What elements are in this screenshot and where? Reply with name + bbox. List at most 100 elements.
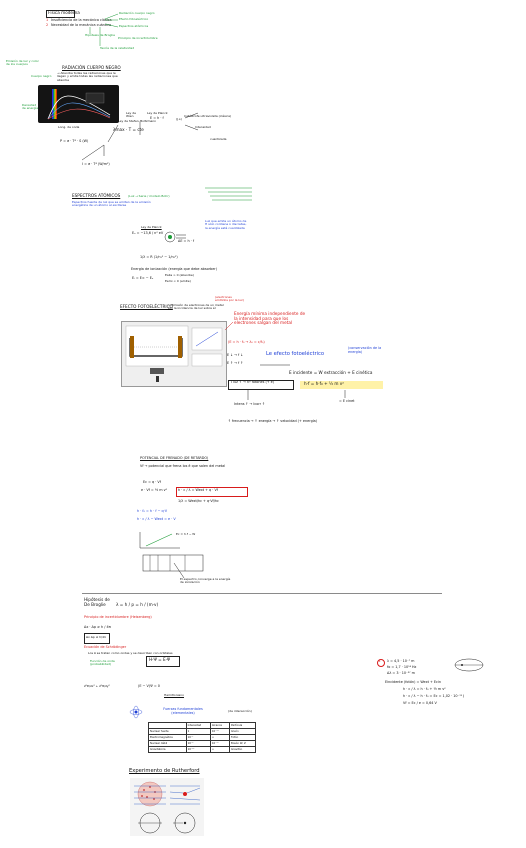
stefan-power-formula: P = σ · T⁴ · S (W) [60, 139, 89, 143]
heisenberg-box-text: Δx Δp ≥ h/4π [86, 635, 106, 639]
cuerpo-negro-label: Cuerpo negro [31, 74, 52, 78]
side-note-emision: Emisión de luz y color de los cuerpos [6, 59, 39, 67]
section-title-fotoelectrico: EFECTO FOTOELÉCTRICO [120, 304, 173, 309]
ionization-case-2: Eabs > 0 (absorbe) [165, 273, 194, 277]
ionization-case-1: Eᵢ = E∞ − Eₙ [132, 276, 154, 280]
stefan-law-title: Ley de Stefan–Boltzmann [118, 119, 157, 123]
cell: 10⁻³⁸ [185, 746, 211, 753]
hamiltonian-label: Hamiltoniano [164, 693, 185, 697]
planck-units: (J·s) [176, 117, 182, 121]
intensity-formula: I = σ · T⁴ (W/m²) [82, 162, 110, 166]
note-relatividad: Teoría de la relatividad [100, 46, 135, 50]
fotoelectrico-red-note: Energía mínima independiente de la inten… [234, 311, 306, 326]
rutherford-image [130, 778, 204, 836]
exercise-line-6: h · c / λ − h · f₀ = Ec = 1,02 · 10⁻¹⁹ J [403, 694, 465, 698]
exercise-line-1: λ = 4,5 · 10⁻⁷ m [387, 659, 415, 663]
espectros-subtitle: (Luz → Serie / modelo Bohr) [128, 194, 170, 198]
wien-law-title: Ley de Wien [126, 111, 136, 119]
einstein-eq-2: h·f = h·f₀ + ½ m v² [304, 381, 344, 386]
item-2-text: Necesidad de la mecánica cuántica [51, 23, 112, 27]
branch-1: Radiación cuerpo negro [119, 11, 155, 15]
item-1-number: 1 [46, 18, 49, 22]
forces-title: Fuerzas fundamentales (elementales) [163, 707, 203, 715]
y-axis-label: Densidad de energía [22, 103, 39, 111]
fotoelectrico-blue-title: Le efecto fotoeléctrico [266, 351, 325, 357]
frenado-eq-1: e · Vf = ½ m v² [141, 488, 167, 492]
table-row: Gravitatoria 10⁻³⁸ ∞ Gravitón [148, 746, 256, 753]
schrodinger-title: Ecuación de Schrödinger [84, 645, 127, 649]
frenado-graph-note: Ec = h·f − W [176, 532, 196, 536]
espectros-blue-note: Espectros fuente de luz que se emiten de… [72, 200, 151, 208]
schrodinger-eq-3: (E − V)Ψ = 0 [138, 684, 160, 688]
cell: ∞ [209, 746, 231, 753]
fotoelectrico-desc: → Emisión de electrones de un metal por … [168, 303, 224, 311]
exercise-line-2: fo = 1,7 · 10¹⁴ Hz [387, 665, 417, 669]
planck-formula: E = h · f [150, 116, 164, 120]
heisenberg-eq: Δx · Δp ≥ h / 4π [84, 625, 111, 629]
ionization-line: Energía de ionización (energía que debe … [131, 267, 218, 271]
ecinet-result: = E cinet [339, 399, 355, 403]
intensity-box [228, 380, 294, 390]
note-incertidumbre: Principio de incertidumbre [118, 36, 158, 40]
spectrum-image [38, 85, 119, 123]
forces-table: Intensidad Alcance Partícula Nuclear fue… [148, 722, 256, 753]
frenado-green-1: h · f₀ = h · f − q·V [137, 509, 168, 513]
fotoelectrico-red-formula: (E = h · f₀ → λ₀ = c/f₀) [228, 340, 265, 344]
bohr-eq-1: Eₙ = −13,6 / n² eV [132, 231, 164, 235]
planck-title: Ley de Planck [147, 111, 168, 115]
section-title-frenado: POTENCIAL DE FRENADO (DE RETARDO) [140, 456, 209, 460]
exercise-number: 1 [378, 659, 381, 663]
branch-2: Efecto fotoeléctrico [119, 17, 149, 21]
exercise-line-7: Vf = Ec / e = 0,64 V [403, 701, 437, 705]
frenado-line-1: Vf → potencial que frena los ē que salen… [140, 464, 226, 468]
section-title-espectros: ESPECTROS ATÓMICOS [72, 193, 121, 198]
frenado-eq-3: 1/λ = Wext/hc + q·Vf/hc [178, 499, 219, 503]
exercise-number-circle [377, 659, 385, 667]
title-box [46, 10, 75, 18]
fotoelectrico-blue-note: (conservación de la energía) [348, 346, 382, 354]
wave-function-note: Función de onda (probabilidad) [90, 659, 115, 667]
cuerpo-negro-desc: → Absorbe todas las radiaciones que le l… [57, 71, 118, 82]
espectros-right-note: Luz que emite un átomo de H sólo contien… [205, 219, 247, 230]
eq-light-2: E ↑ → f ↑ [227, 361, 244, 365]
frenado-green-2: h · c / λ − Wext = e · V [137, 517, 176, 521]
section-divider [82, 593, 442, 594]
frenado-tube-note: El espectro converge a la energía de ion… [180, 577, 231, 585]
eq-light-1: E ↓ → f ↓ [227, 353, 244, 357]
branch-3: Espectros atómicos [119, 24, 149, 28]
classical-note: Catástrofe ultravioleta (clásica) [184, 114, 232, 118]
forces-note: (de interacción) [228, 709, 252, 713]
broglie-title: Hipótesis de De Broglie [84, 597, 110, 607]
bohr-model-title: Ley de Planck [141, 225, 162, 229]
frenado-eq-2: h · c / λ = Wext + q · Vf [178, 488, 218, 492]
apparatus-image [121, 321, 227, 387]
note-broglie: Hipótesis de Broglie [85, 33, 115, 37]
intensity-note: I luz ↑ → nº fotones (+ ē) [231, 380, 275, 384]
cell: Gravitón [229, 746, 256, 753]
section-title-cuerpo-negro: RADIACIÓN CUERPO NEGRO [62, 65, 121, 70]
exercise-line-4: Eincidente (fotón) = Wext + Ecin [385, 680, 441, 684]
intensity-label: Intensidad [195, 125, 211, 129]
exercise-line-3: Δλ = 3 · 10⁻³⁷ m [387, 671, 415, 675]
broglie-formula: λ = h / p = h / (m·v) [116, 602, 159, 607]
schrodinger-long-eq: ∂²Ψ/∂x² + ∂²Ψ/∂y² [84, 684, 110, 688]
wien-formula: λmax · T = cte [113, 127, 144, 132]
cell: Gravitatoria [148, 746, 187, 753]
frenado-eq-2-box [176, 487, 248, 497]
schrodinger-eq: H·Ψ = E·Ψ [149, 657, 171, 662]
page-title: Física moderna [48, 9, 80, 15]
bohr-eq-3: 1/λ = R (1/n₁² − 1/n₂²) [140, 255, 178, 259]
quantum-label: cuantizada [210, 137, 227, 141]
rutherford-title: Experimento de Rutherford [129, 768, 200, 774]
frenado-line-2: Ec = q · Vf [143, 480, 161, 484]
schrodinger-box [146, 656, 180, 667]
x-axis-label: Long. de onda [58, 125, 80, 129]
einstein-eq: E incidente = W extracción + E cinética [289, 370, 373, 375]
item-1-text: Insuficiencia de la mecánica clásica [51, 18, 112, 22]
einstein-highlight [300, 381, 383, 389]
